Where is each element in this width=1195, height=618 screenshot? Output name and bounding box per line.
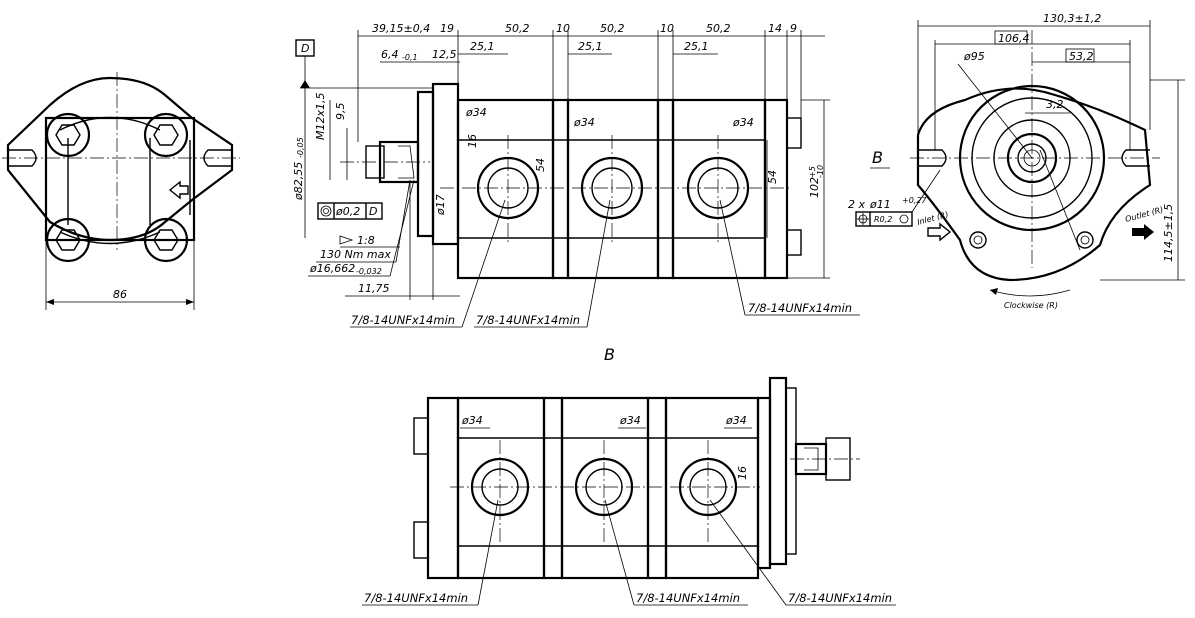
position-tol: R0,2 [874, 215, 892, 224]
gdt-datum: D [369, 205, 377, 218]
top-dim-2: 19 [440, 22, 454, 35]
b-thread-callout-1: 7/8-14UNFx14min [364, 591, 468, 605]
mount-hole-icon [969, 231, 987, 249]
thread-label: M12x1,5 [314, 93, 327, 141]
shaft-key-dia: ø16,662 [309, 262, 355, 275]
b-port-dia-1: ø34 [461, 414, 483, 427]
top-dim-3: 50,2 [505, 22, 530, 35]
flange-dim-2: 12,5 [432, 48, 457, 61]
port-dia-2: ø34 [573, 116, 595, 129]
b-port-dia-2: ø34 [619, 414, 641, 427]
flange-tol: -0,1 [402, 53, 418, 62]
height-tol-lower: -10 [816, 165, 825, 178]
torque-label: 130 Nm max [320, 248, 391, 261]
mount-hole-icon [1076, 231, 1094, 249]
left-end-view: 86 [2, 72, 240, 310]
top-dim-6: 10 [660, 22, 674, 35]
bolt-head-icon [143, 217, 189, 263]
rotation-label: Clockwise (R) [1004, 301, 1058, 310]
hole-tol: +0,27 [902, 196, 927, 205]
taper-icon [339, 235, 354, 245]
gdt-value: ø0,2 [335, 205, 360, 218]
height-dim: 102 [808, 177, 821, 198]
shaft-len: 11,75 [358, 282, 390, 295]
port-dim-16: 16 [466, 134, 479, 148]
overall-width: 130,3±1,2 [1043, 12, 1101, 25]
top-dim-4: 10 [556, 22, 570, 35]
taper-label: 1:8 [357, 234, 375, 247]
left-width-dim: 86 [113, 288, 127, 301]
top-dim-5: 50,2 [600, 22, 625, 35]
key-width: 3,2 [1046, 98, 1064, 111]
right-height-dim: 114,5±1,5 [1162, 204, 1175, 262]
shaft-key-tol: -0,032 [356, 267, 382, 276]
outlet-label: Outlet (R) [1124, 205, 1164, 224]
flange-dia: ø95 [963, 50, 985, 63]
thread-callout-1: 7/8-14UNFx14min [351, 313, 455, 327]
top-dim-8: 14 [768, 22, 782, 35]
thread-callout-3: 7/8-14UNFx14min [748, 301, 852, 315]
bolt-span: 106,4 [998, 32, 1030, 45]
hole-dia: ø11 [869, 198, 891, 211]
port-offset-2: 25,1 [578, 40, 603, 53]
inlet-arrow-icon [927, 222, 952, 242]
port-dim-54a: 54 [534, 158, 547, 172]
bolt-head-icon [45, 112, 91, 158]
inlet-label: Inlet (R) [916, 210, 949, 227]
b-port-dim-16: 16 [736, 466, 749, 480]
port-offset-3: 25,1 [684, 40, 709, 53]
thread-length: 9,5 [334, 103, 347, 121]
b-port-dia-3: ø34 [725, 414, 747, 427]
bolt-head-icon [45, 217, 91, 263]
right-end-view: 130,3±1,2 106,4 53,2 ø95 3,2 B 2 x ø11 +… [848, 12, 1185, 310]
thread-callout-2: 7/8-14UNFx14min [476, 313, 580, 327]
flange-dim: 6,4 [381, 48, 399, 61]
top-dim-9: 9 [790, 22, 797, 35]
port-dia-3: ø34 [732, 116, 754, 129]
concentricity-icon [320, 205, 332, 217]
b-thread-callout-2: 7/8-14UNFx14min [636, 591, 740, 605]
datum-label: D [301, 42, 309, 55]
right-view-label: B [872, 148, 883, 167]
pilot-tol: -0,05 [296, 137, 305, 158]
b-thread-callout-3: 7/8-14UNFx14min [788, 591, 892, 605]
direction-arrow-icon [168, 180, 189, 200]
pilot-dia: ø82,55 [292, 162, 305, 201]
top-dim-7: 50,2 [706, 22, 731, 35]
port-dim-54b: 54 [766, 170, 779, 184]
shaft-dia: ø17 [434, 194, 447, 216]
port-dia-1: ø34 [465, 106, 487, 119]
hole-count: 2 x [848, 198, 865, 211]
top-dim-1: 39,15±0,4 [372, 22, 430, 35]
bottom-view-b: B ø34 ø34 [362, 345, 896, 606]
port-offset-1: 25,1 [470, 40, 495, 53]
half-span: 53,2 [1069, 50, 1094, 63]
position-icon [857, 213, 869, 225]
bolt-head-icon [143, 112, 189, 158]
outlet-arrow-icon [1132, 224, 1154, 240]
rotation-arrow-icon [989, 289, 1071, 297]
view-b-title: B [604, 345, 615, 364]
height-tol-upper: +5 [808, 166, 817, 178]
front-view: 39,15±0,4 19 50,2 10 50,2 10 50,2 14 9 6… [292, 22, 860, 328]
